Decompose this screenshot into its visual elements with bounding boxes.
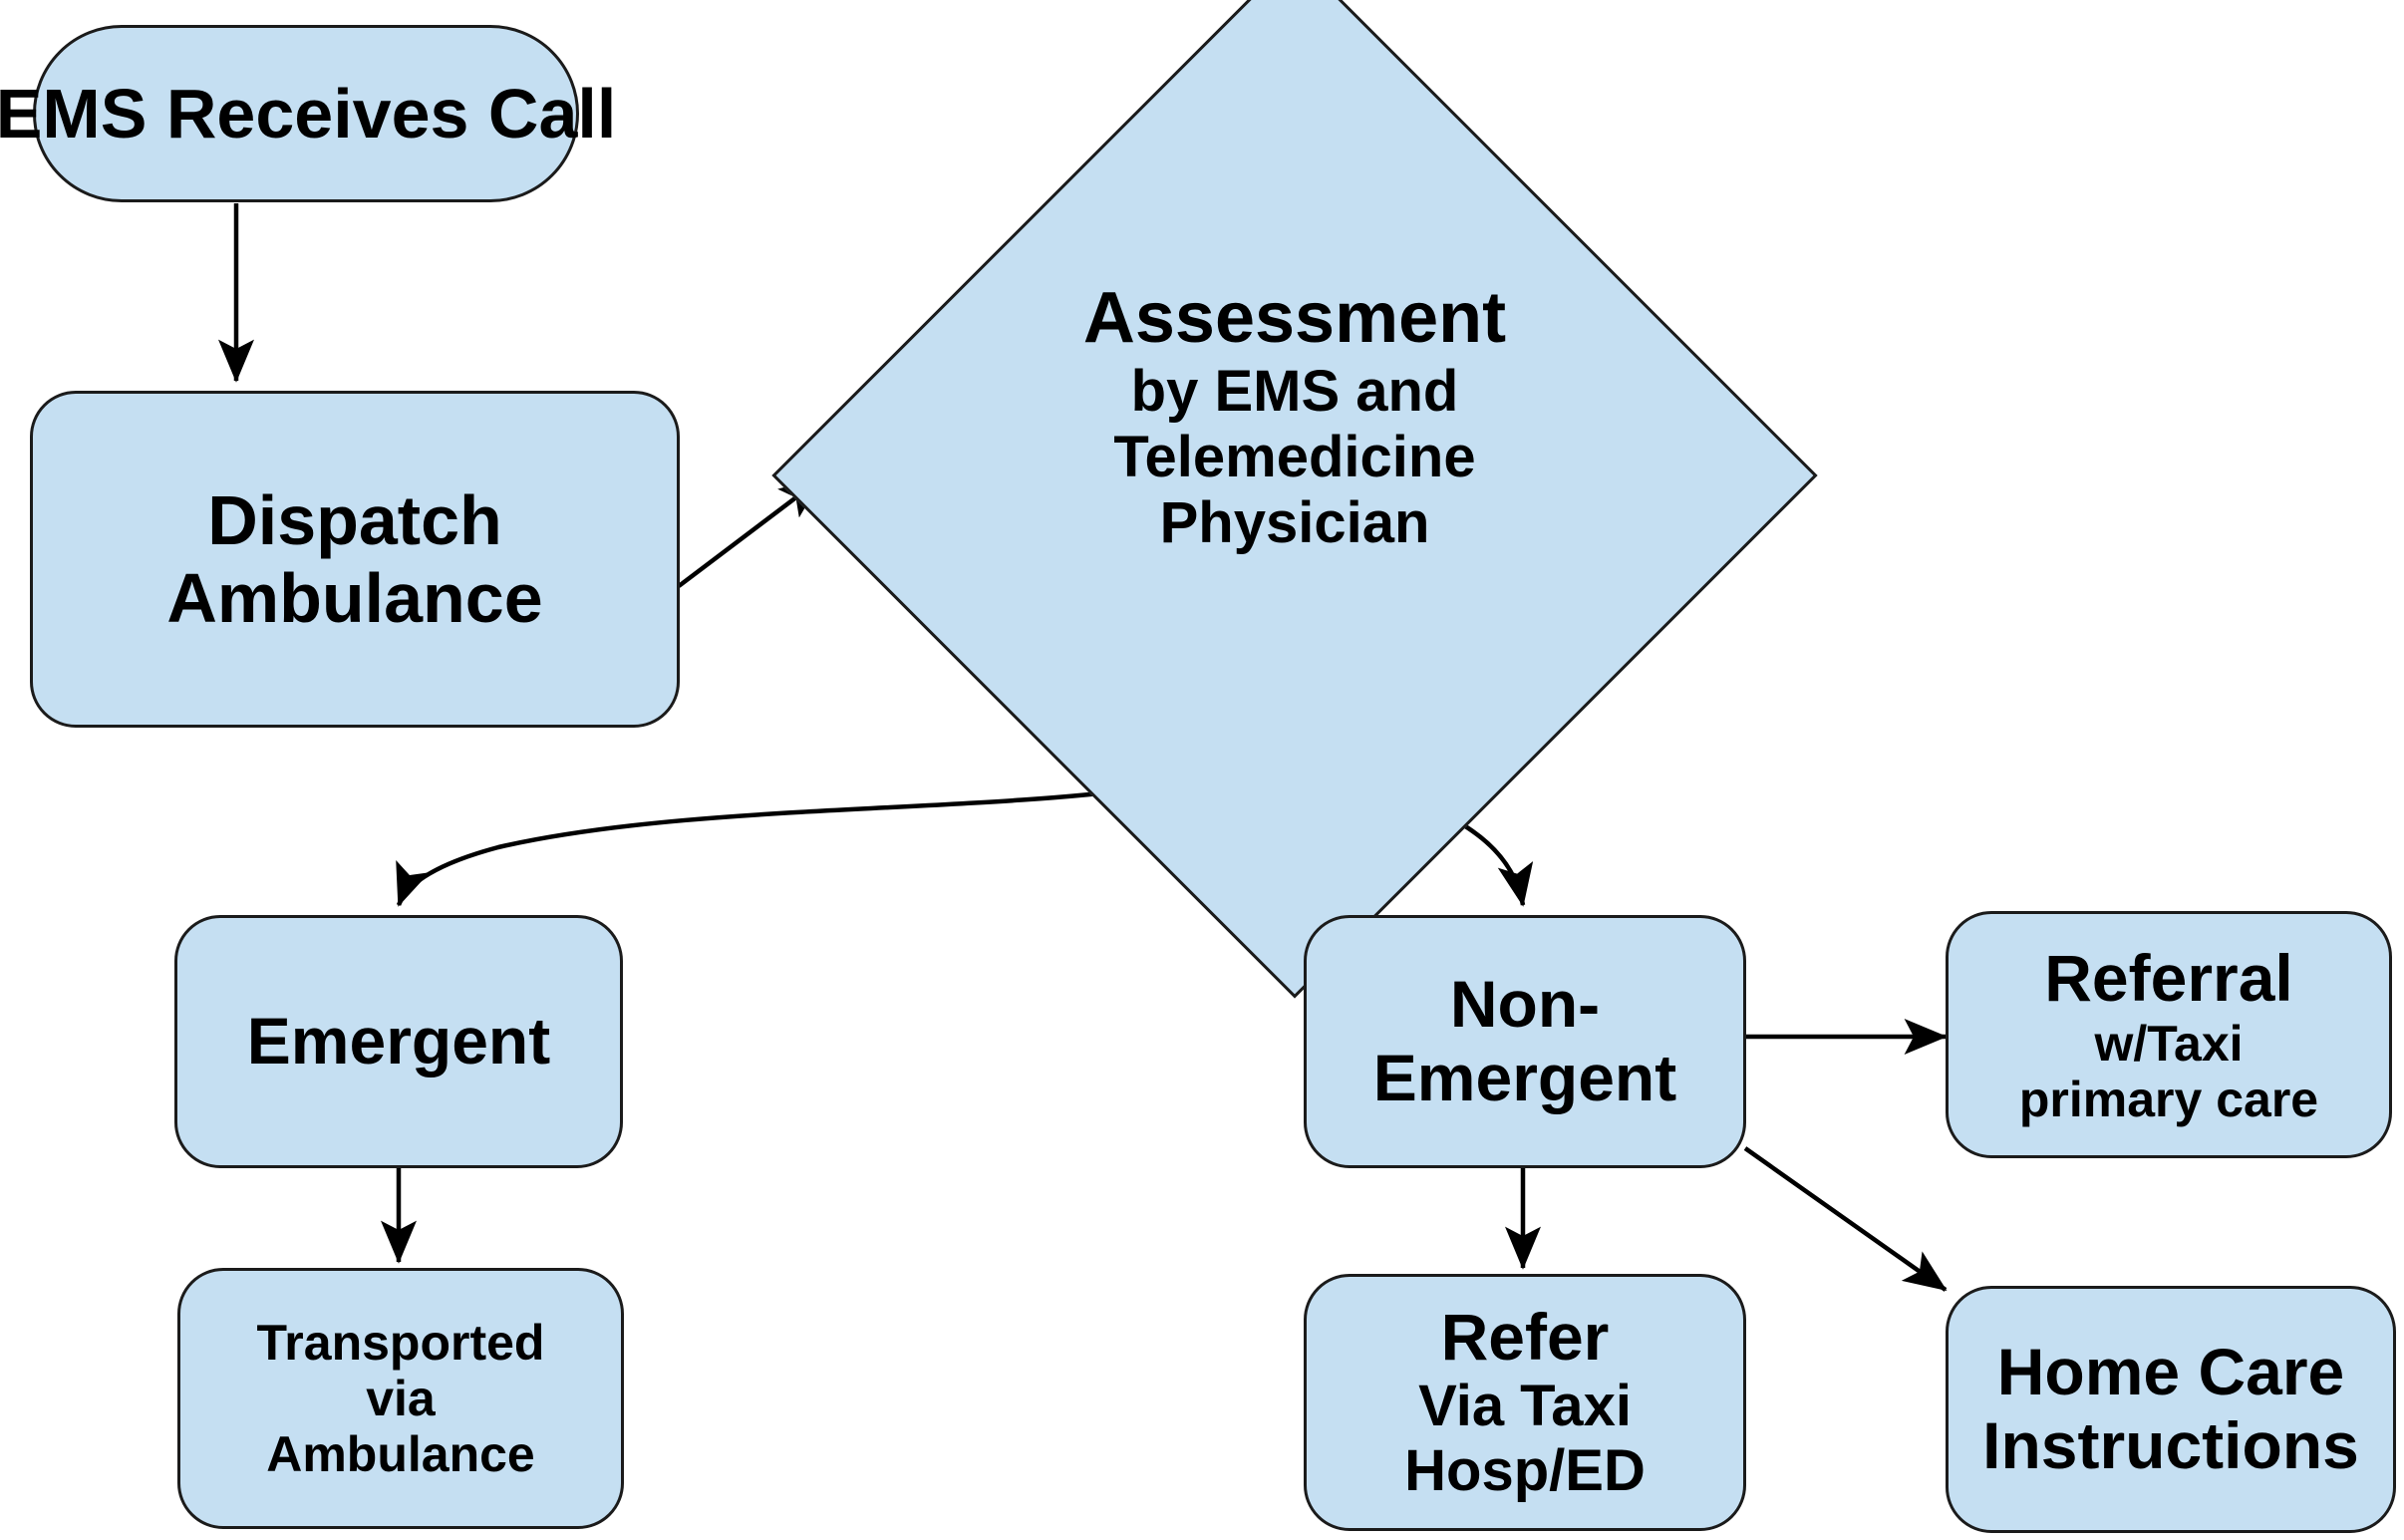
node-referral-primary-care[interactable]: Referral w/Taxi primary care [1946,911,2392,1158]
node-transported-line-1: Transported [256,1315,545,1371]
node-referral-line-2: w/Taxi [2094,1015,2244,1072]
node-dispatch-ambulance-line-1: Dispatch [207,480,502,559]
node-home-care-instructions[interactable]: Home Care Instructions [1946,1286,2396,1533]
node-referral-line-1: Referral [2044,941,2293,1016]
node-transported-line-3: Ambulance [266,1426,535,1482]
node-non-emergent[interactable]: Non- Emergent [1304,915,1746,1168]
node-referral-line-3: primary care [2018,1071,2319,1127]
node-refer-line-2: Via Taxi [1418,1374,1632,1438]
node-assessment-line-3: Physician [1159,490,1430,556]
node-emergent[interactable]: Emergent [174,915,623,1168]
node-refer-line-1: Refer [1440,1300,1610,1375]
node-home-care-line-2: Instructions [1982,1408,2359,1482]
node-transported-via-ambulance[interactable]: Transported via Ambulance [177,1268,624,1529]
node-dispatch-ambulance-line-2: Ambulance [166,559,543,637]
node-refer-via-taxi-hosp-ed[interactable]: Refer Via Taxi Hosp/ED [1304,1274,1746,1531]
node-assessment-line-2: Telemedicine [1113,425,1476,490]
node-ems-receives-call[interactable]: EMS Receives Call [0,25,616,202]
node-assessment-heading: Assessment [1082,278,1507,358]
node-assessment-line-1: by EMS and [1130,359,1459,425]
node-emergent-label: Emergent [246,1004,551,1078]
node-home-care-line-1: Home Care [1996,1335,2345,1409]
node-assessment-label: Assessment by EMS and Telemedicine Physi… [925,277,1664,556]
node-dispatch-ambulance[interactable]: Dispatch Ambulance [30,391,680,728]
node-assessment-decision[interactable]: Assessment by EMS and Telemedicine Physi… [771,0,1818,999]
node-non-emergent-line-1: Non- [1449,967,1601,1042]
node-refer-line-3: Hosp/ED [1404,1437,1646,1503]
node-ems-receives-call-label: EMS Receives Call [0,74,617,153]
node-transported-line-2: via [366,1371,436,1426]
node-non-emergent-line-2: Emergent [1372,1041,1677,1114]
edge-non-emergent-to-home-care [1743,1146,1948,1292]
